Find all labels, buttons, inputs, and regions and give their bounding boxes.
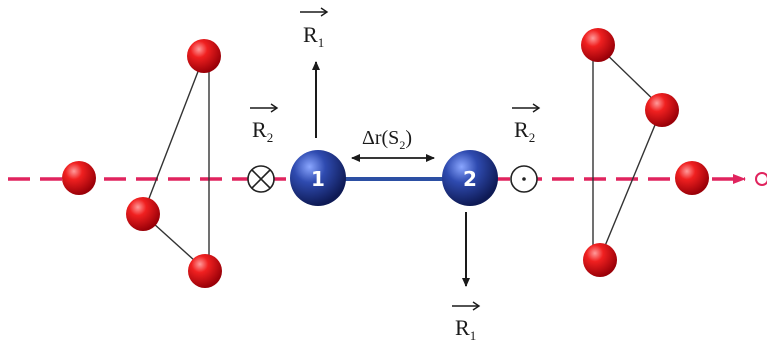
red-atom-right-middle (645, 93, 679, 127)
blue-atom-1 (290, 150, 346, 206)
atom-2-label: 2 (463, 167, 477, 191)
out-of-page-symbol (510, 165, 538, 193)
r1-top-label: R1 (300, 7, 329, 50)
red-atom-right-bottom (583, 243, 617, 277)
r2-right-label: R2 (512, 103, 541, 145)
r2-left-label: R2 (250, 103, 279, 145)
right-ring-bonds (592, 45, 663, 259)
r2-left-text: R2 (252, 117, 273, 145)
red-atom-left-bottom (188, 254, 222, 288)
red-atom-left-middle (126, 197, 160, 231)
blue-atom-2 (442, 150, 498, 206)
left-ring-bonds (142, 55, 210, 271)
axis-end-marker (755, 172, 767, 186)
red-atom-left-axis (62, 161, 96, 195)
r1-top-text: R1 (303, 22, 324, 50)
red-atom-left-top (187, 39, 221, 73)
red-atom-right-top (581, 28, 615, 62)
r1-bottom-text: R1 (455, 315, 476, 342)
r2-right-text: R2 (514, 117, 535, 145)
red-atom-right-axis (675, 161, 709, 195)
atom-1-label: 1 (311, 167, 325, 191)
into-page-symbol (247, 165, 275, 193)
r1-bottom-label: R1 (452, 301, 481, 342)
delta-r-label: Δr(S2) (362, 127, 412, 152)
